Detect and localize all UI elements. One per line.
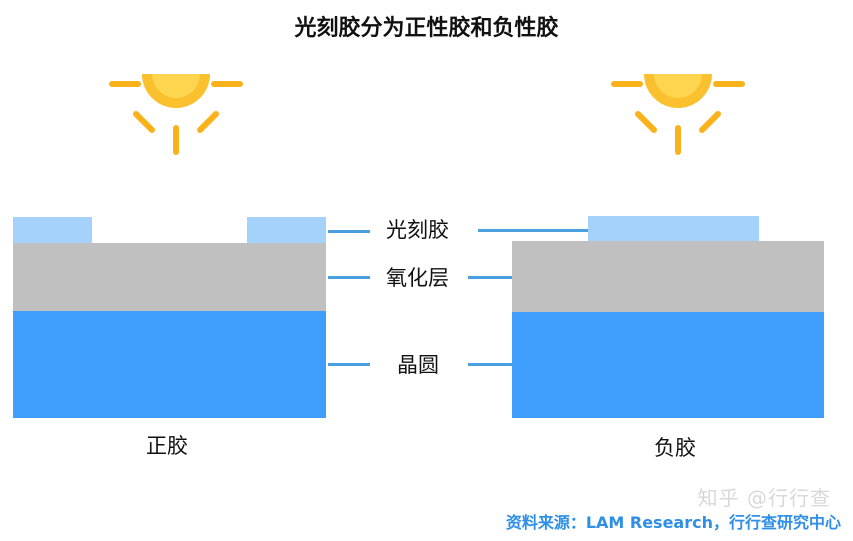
oxide-label: 氧化层 — [386, 266, 449, 290]
oxide-leader-right — [468, 276, 512, 279]
positive-oxide-layer — [13, 243, 326, 311]
photoresist-leader-left — [328, 230, 370, 233]
wafer-label: 晶圆 — [397, 353, 439, 377]
sun-icon — [109, 74, 243, 155]
source-note: 资料来源：LAM Research，行行查研究中心 — [505, 513, 841, 532]
negative-oxide-layer — [512, 241, 824, 312]
positive-photoresist-left-block — [13, 217, 92, 243]
oxide-leader-left — [328, 276, 370, 279]
positive-wafer-layer — [13, 311, 326, 418]
wafer-leader-right — [468, 363, 512, 366]
diagram-title: 光刻胶分为正性胶和负性胶 — [294, 16, 559, 41]
sun-icon — [611, 74, 745, 155]
negative-photoresist-block — [588, 216, 759, 242]
wafer-leader-left — [328, 363, 370, 366]
photoresist-label: 光刻胶 — [386, 218, 449, 242]
negative-wafer-layer — [512, 312, 824, 418]
photoresist-leader-right — [478, 229, 588, 232]
negative-resist-caption: 负胶 — [654, 436, 696, 460]
watermark: 知乎 @行行查 — [697, 486, 831, 510]
positive-photoresist-right-block — [247, 217, 326, 243]
positive-resist-caption: 正胶 — [146, 434, 188, 458]
